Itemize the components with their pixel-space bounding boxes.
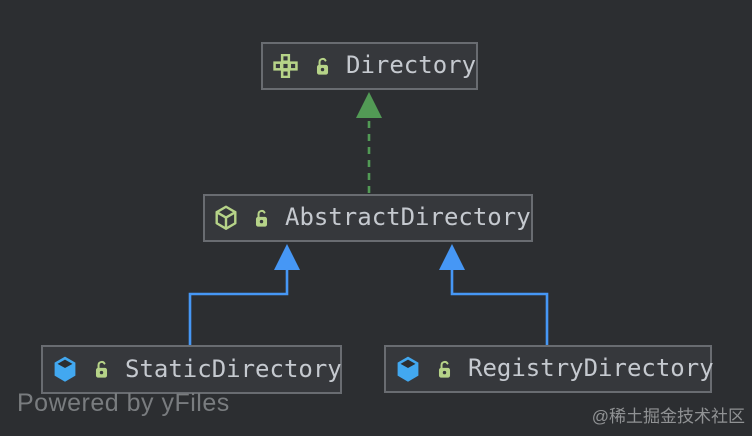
- edge-implements-abstractdirectory-directory[interactable]: [356, 92, 382, 193]
- lock-icon: [314, 56, 331, 77]
- class-name: AbstractDirectory: [285, 203, 531, 231]
- class-icon: [52, 355, 78, 384]
- extends-edge-line: [450, 268, 549, 345]
- extends-edge-line: [188, 268, 289, 345]
- class-icon: [395, 355, 421, 384]
- lock-icon: [436, 359, 453, 380]
- extends-arrowhead-icon: [439, 244, 465, 270]
- abstract-class-icon: [214, 205, 238, 231]
- class-node-abstract-directory[interactable]: AbstractDirectory: [203, 194, 533, 242]
- class-node-directory[interactable]: Directory: [261, 42, 478, 90]
- class-name: RegistryDirectory: [468, 354, 714, 382]
- class-node-static-directory[interactable]: StaticDirectory: [41, 345, 342, 394]
- edge-extends-staticdirectory-abstractdirectory[interactable]: [188, 244, 300, 345]
- class-name: StaticDirectory: [125, 354, 342, 383]
- lock-icon: [93, 359, 110, 380]
- lock-icon: [253, 208, 270, 229]
- class-name: Directory: [346, 51, 477, 79]
- yfiles-watermark: Powered by yFiles: [17, 389, 230, 417]
- edge-extends-registrydirectory-abstractdirectory[interactable]: [439, 244, 549, 345]
- class-node-registry-directory[interactable]: RegistryDirectory: [384, 345, 714, 393]
- extends-arrowhead-icon: [274, 244, 300, 270]
- juejin-community-watermark: @稀土掘金技术社区: [591, 407, 745, 426]
- interface-icon: [272, 54, 299, 78]
- implements-arrowhead-icon: [356, 92, 382, 118]
